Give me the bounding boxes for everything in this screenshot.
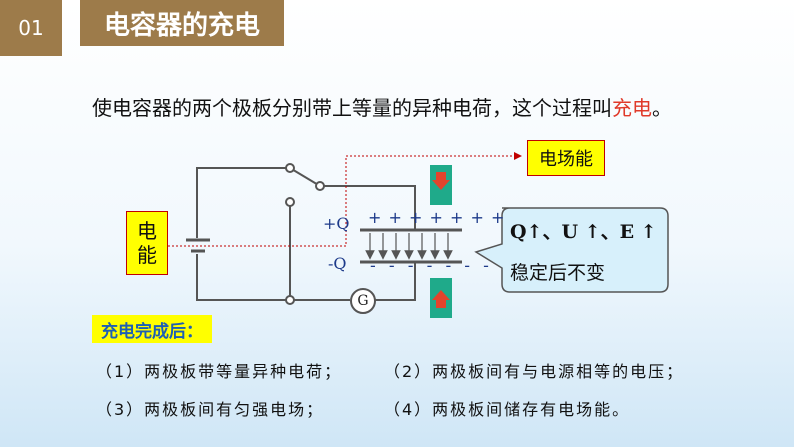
intro-text: 使电容器的两个极板分别带上等量的异种电荷，这个过程叫充电。 bbox=[92, 92, 672, 121]
current-arrow-bottom bbox=[432, 290, 450, 308]
source-energy-box: 电 能 bbox=[126, 211, 168, 275]
page-title: 电容器的充电 bbox=[80, 0, 284, 46]
minus-signs: - - - - - - - bbox=[370, 256, 493, 275]
energy-label-box: 电场能 bbox=[527, 140, 605, 176]
wire-switch-to-plate bbox=[320, 185, 416, 230]
junction-bottom bbox=[285, 295, 295, 305]
switch-blade bbox=[289, 167, 321, 187]
wire-meter-to-plate bbox=[374, 262, 416, 301]
speech-bubble bbox=[474, 207, 669, 293]
switch-terminal-right bbox=[315, 181, 325, 191]
bottom-charge-label: -Q bbox=[328, 254, 347, 273]
intro-end: 。 bbox=[652, 96, 672, 120]
wire-top-left bbox=[196, 167, 290, 238]
plus-signs: + + + + + + + bbox=[368, 208, 506, 227]
intro-main: 使电容器的两个极板分别带上等量的异种电荷，这个过程叫 bbox=[92, 96, 612, 120]
source-label-top: 电 bbox=[137, 219, 157, 243]
section-number-badge: 01 bbox=[0, 0, 62, 56]
switch-terminal-bottom bbox=[285, 197, 295, 207]
bubble-line-1: Q↑、U ↑、E ↑ bbox=[510, 221, 657, 243]
galvanometer: G bbox=[350, 288, 376, 314]
current-arrow-top bbox=[432, 172, 450, 190]
wire-bottom-left bbox=[196, 254, 290, 301]
summary-point-1: （1）两极板带等量异种电荷； bbox=[96, 362, 343, 381]
bubble-line-2: 稳定后不变 bbox=[510, 262, 606, 284]
source-label-bottom: 能 bbox=[137, 243, 157, 267]
summary-point-3: （3）两极板间有匀强电场； bbox=[96, 400, 325, 419]
intro-highlight: 充电 bbox=[612, 96, 652, 120]
summary-heading: 充电完成后： bbox=[92, 315, 212, 343]
top-charge-label: +Q bbox=[323, 214, 350, 233]
summary-point-4: （4）两极板间储存有电场能。 bbox=[384, 400, 631, 419]
summary-point-2: （2）两极板间有与电源相等的电压； bbox=[384, 362, 685, 381]
energy-flow-line bbox=[168, 152, 522, 247]
switch-terminal-top bbox=[285, 163, 295, 173]
